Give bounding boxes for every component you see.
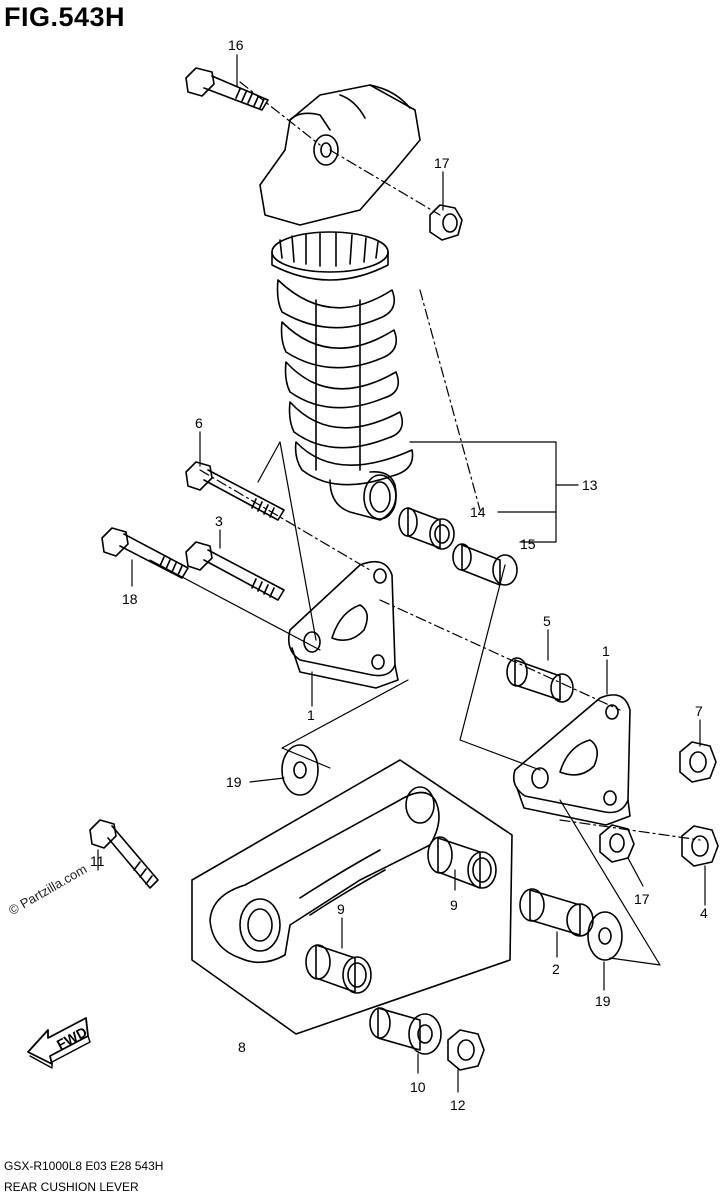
- callout-6: 6: [195, 415, 203, 431]
- callout-19-right: 19: [595, 993, 611, 1009]
- callout-9-lower: 9: [337, 901, 345, 917]
- callout-4: 4: [700, 905, 708, 921]
- washer-19-left[interactable]: [281, 744, 319, 796]
- nut-17-lower[interactable]: [599, 824, 635, 863]
- callout-19-left: 19: [226, 774, 242, 790]
- spacer-5[interactable]: [506, 657, 574, 703]
- nut-12[interactable]: [447, 1029, 485, 1071]
- callout-14: 14: [470, 504, 486, 520]
- callout-15: 15: [520, 536, 536, 552]
- spacer-2[interactable]: [519, 888, 594, 937]
- callout-18: 18: [122, 591, 138, 607]
- footer-model-code: GSX-R1000L8 E03 E28 543H: [4, 1159, 164, 1173]
- callout-3: 3: [215, 513, 223, 529]
- callout-17-top: 17: [434, 155, 450, 171]
- callout-1-left: 1: [307, 707, 315, 723]
- bolt-6[interactable]: [185, 461, 285, 521]
- fwd-arrow-icon: [27, 1017, 91, 1069]
- spacer-15[interactable]: [452, 543, 518, 586]
- shock-absorber[interactable]: [259, 84, 421, 521]
- bushing-10[interactable]: [369, 1007, 442, 1055]
- callout-11: 11: [90, 853, 105, 869]
- fwd-label: FWD: [54, 1024, 90, 1053]
- callout-numbers: 16 17 6 13 14 15 3 18 1 5 1 7 19 11 9 9 …: [90, 37, 708, 1113]
- bolt-16[interactable]: [185, 67, 269, 111]
- assembly-lines: [149, 81, 701, 966]
- bolt-11[interactable]: [89, 819, 159, 889]
- callout-1-right: 1: [602, 643, 610, 659]
- bolt-3[interactable]: [185, 541, 285, 601]
- nut-4[interactable]: [681, 825, 719, 867]
- callout-2: 2: [552, 961, 560, 977]
- lever-plate-1-right[interactable]: [512, 694, 631, 826]
- callout-7: 7: [695, 703, 703, 719]
- callout-8: 8: [238, 1039, 246, 1055]
- nut-7[interactable]: [679, 741, 717, 783]
- figure-title: FIG.543H: [4, 2, 126, 32]
- nut-17-top[interactable]: [429, 204, 463, 241]
- callout-9-upper: 9: [450, 897, 458, 913]
- callout-13: 13: [582, 477, 598, 493]
- bolt-18[interactable]: [101, 527, 189, 579]
- callout-16: 16: [228, 37, 244, 53]
- link-rod-8[interactable]: [191, 759, 513, 1035]
- leader-lines: [97, 54, 706, 1093]
- callout-10: 10: [410, 1079, 426, 1095]
- bearing-9-upper[interactable]: [427, 836, 497, 889]
- lever-plate-1-left[interactable]: [287, 560, 399, 689]
- washer-19-right[interactable]: [587, 911, 623, 961]
- bearing-9-lower[interactable]: [305, 944, 372, 994]
- bearing-14[interactable]: [398, 507, 455, 550]
- callout-12: 12: [450, 1097, 466, 1113]
- callout-17-lower: 17: [634, 891, 650, 907]
- callout-5: 5: [543, 613, 551, 629]
- footer-figure-name: REAR CUSHION LEVER: [4, 1180, 139, 1194]
